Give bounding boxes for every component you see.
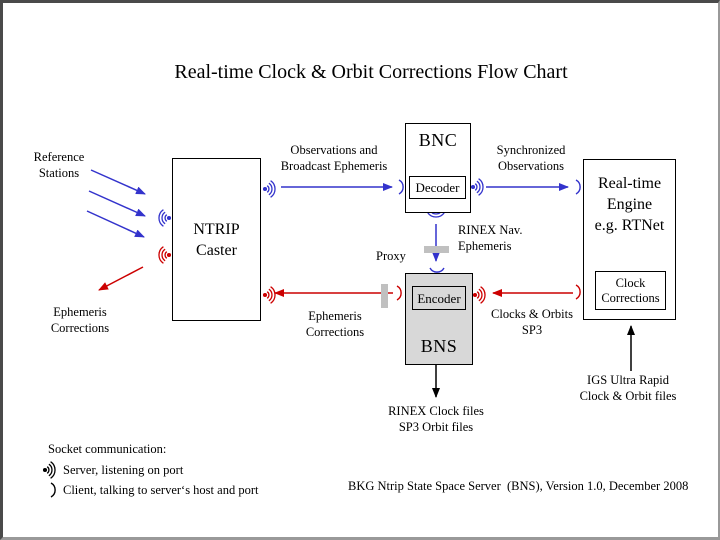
node-encoder: Encoder	[412, 286, 466, 310]
reference-station-arrows	[86, 169, 146, 238]
label-observations: Observations and Broadcast Ephemeris	[280, 143, 388, 173]
label-rinex-nav: RINEX Nav. Ephemeris	[458, 223, 523, 253]
server-icon-caster-in-eph	[262, 286, 276, 304]
node-clock-corrections: Clock Corrections	[595, 271, 666, 310]
server-icon-bnc-out	[470, 178, 484, 196]
bns-title: BNS	[420, 336, 458, 356]
arrow-caster-to-users	[98, 266, 144, 291]
node-bnc: BNC	[405, 123, 471, 213]
rt-engine-label-line2: Engine	[606, 196, 653, 213]
client-icon-legend	[50, 482, 56, 498]
node-ntrip-caster: NTRIP Caster	[172, 158, 261, 321]
bnc-title: BNC	[418, 130, 458, 150]
server-icon-legend	[42, 461, 56, 479]
client-icon-bns-left	[396, 285, 402, 301]
server-icon-bns-out	[472, 286, 486, 304]
label-synchronized: Synchronized Observations	[496, 143, 566, 173]
ntrip-caster-label-line1: NTRIP	[193, 220, 240, 238]
label-clocks-orbits: Clocks & Orbits SP3	[491, 307, 573, 337]
ntrip-caster-label-line2: Caster	[196, 241, 237, 259]
rt-engine-label-line3: e.g. RTNet	[594, 217, 665, 234]
client-icon-engine-in	[575, 179, 581, 195]
rt-engine-label-line1: Real-time	[597, 175, 662, 192]
legend-server-text: Server, listening on port	[63, 463, 184, 477]
proxy-bar-horizontal	[424, 246, 449, 253]
clock-corrections-line2: Corrections	[601, 290, 660, 305]
label-reference-stations: Reference Stations	[33, 150, 85, 180]
clock-corrections-line1: Clock	[615, 275, 646, 290]
legend-client-text: Client, talking to server‘s host and por…	[63, 483, 259, 497]
diagram-connectors	[42, 169, 635, 498]
label-rinex-files: RINEX Clock files SP3 Orbit files	[388, 404, 484, 434]
server-icon-caster-out-eph	[158, 246, 172, 264]
client-icon-bns-top	[429, 267, 445, 273]
proxy-bar-vertical	[381, 284, 388, 308]
server-icon-caster-out-obs	[262, 180, 276, 198]
label-ephemeris-corrections-mid: Ephemeris Corrections	[305, 309, 365, 339]
legend-heading: Socket communication:	[48, 442, 167, 456]
page-title: Real-time Clock & Orbit Corrections Flow…	[174, 61, 568, 83]
label-igs: IGS Ultra Rapid Clock & Orbit files	[579, 373, 677, 403]
client-icon-bnc-in	[398, 179, 404, 195]
server-icon-caster-in-obs	[158, 209, 172, 227]
footer-credit: BKG Ntrip State Space Server (BNS), Vers…	[348, 479, 689, 493]
node-decoder: Decoder	[409, 176, 466, 199]
label-ephemeris-corrections-left: Ephemeris Corrections	[50, 305, 110, 335]
client-icon-engine-left	[575, 284, 581, 300]
label-proxy: Proxy	[376, 249, 406, 263]
